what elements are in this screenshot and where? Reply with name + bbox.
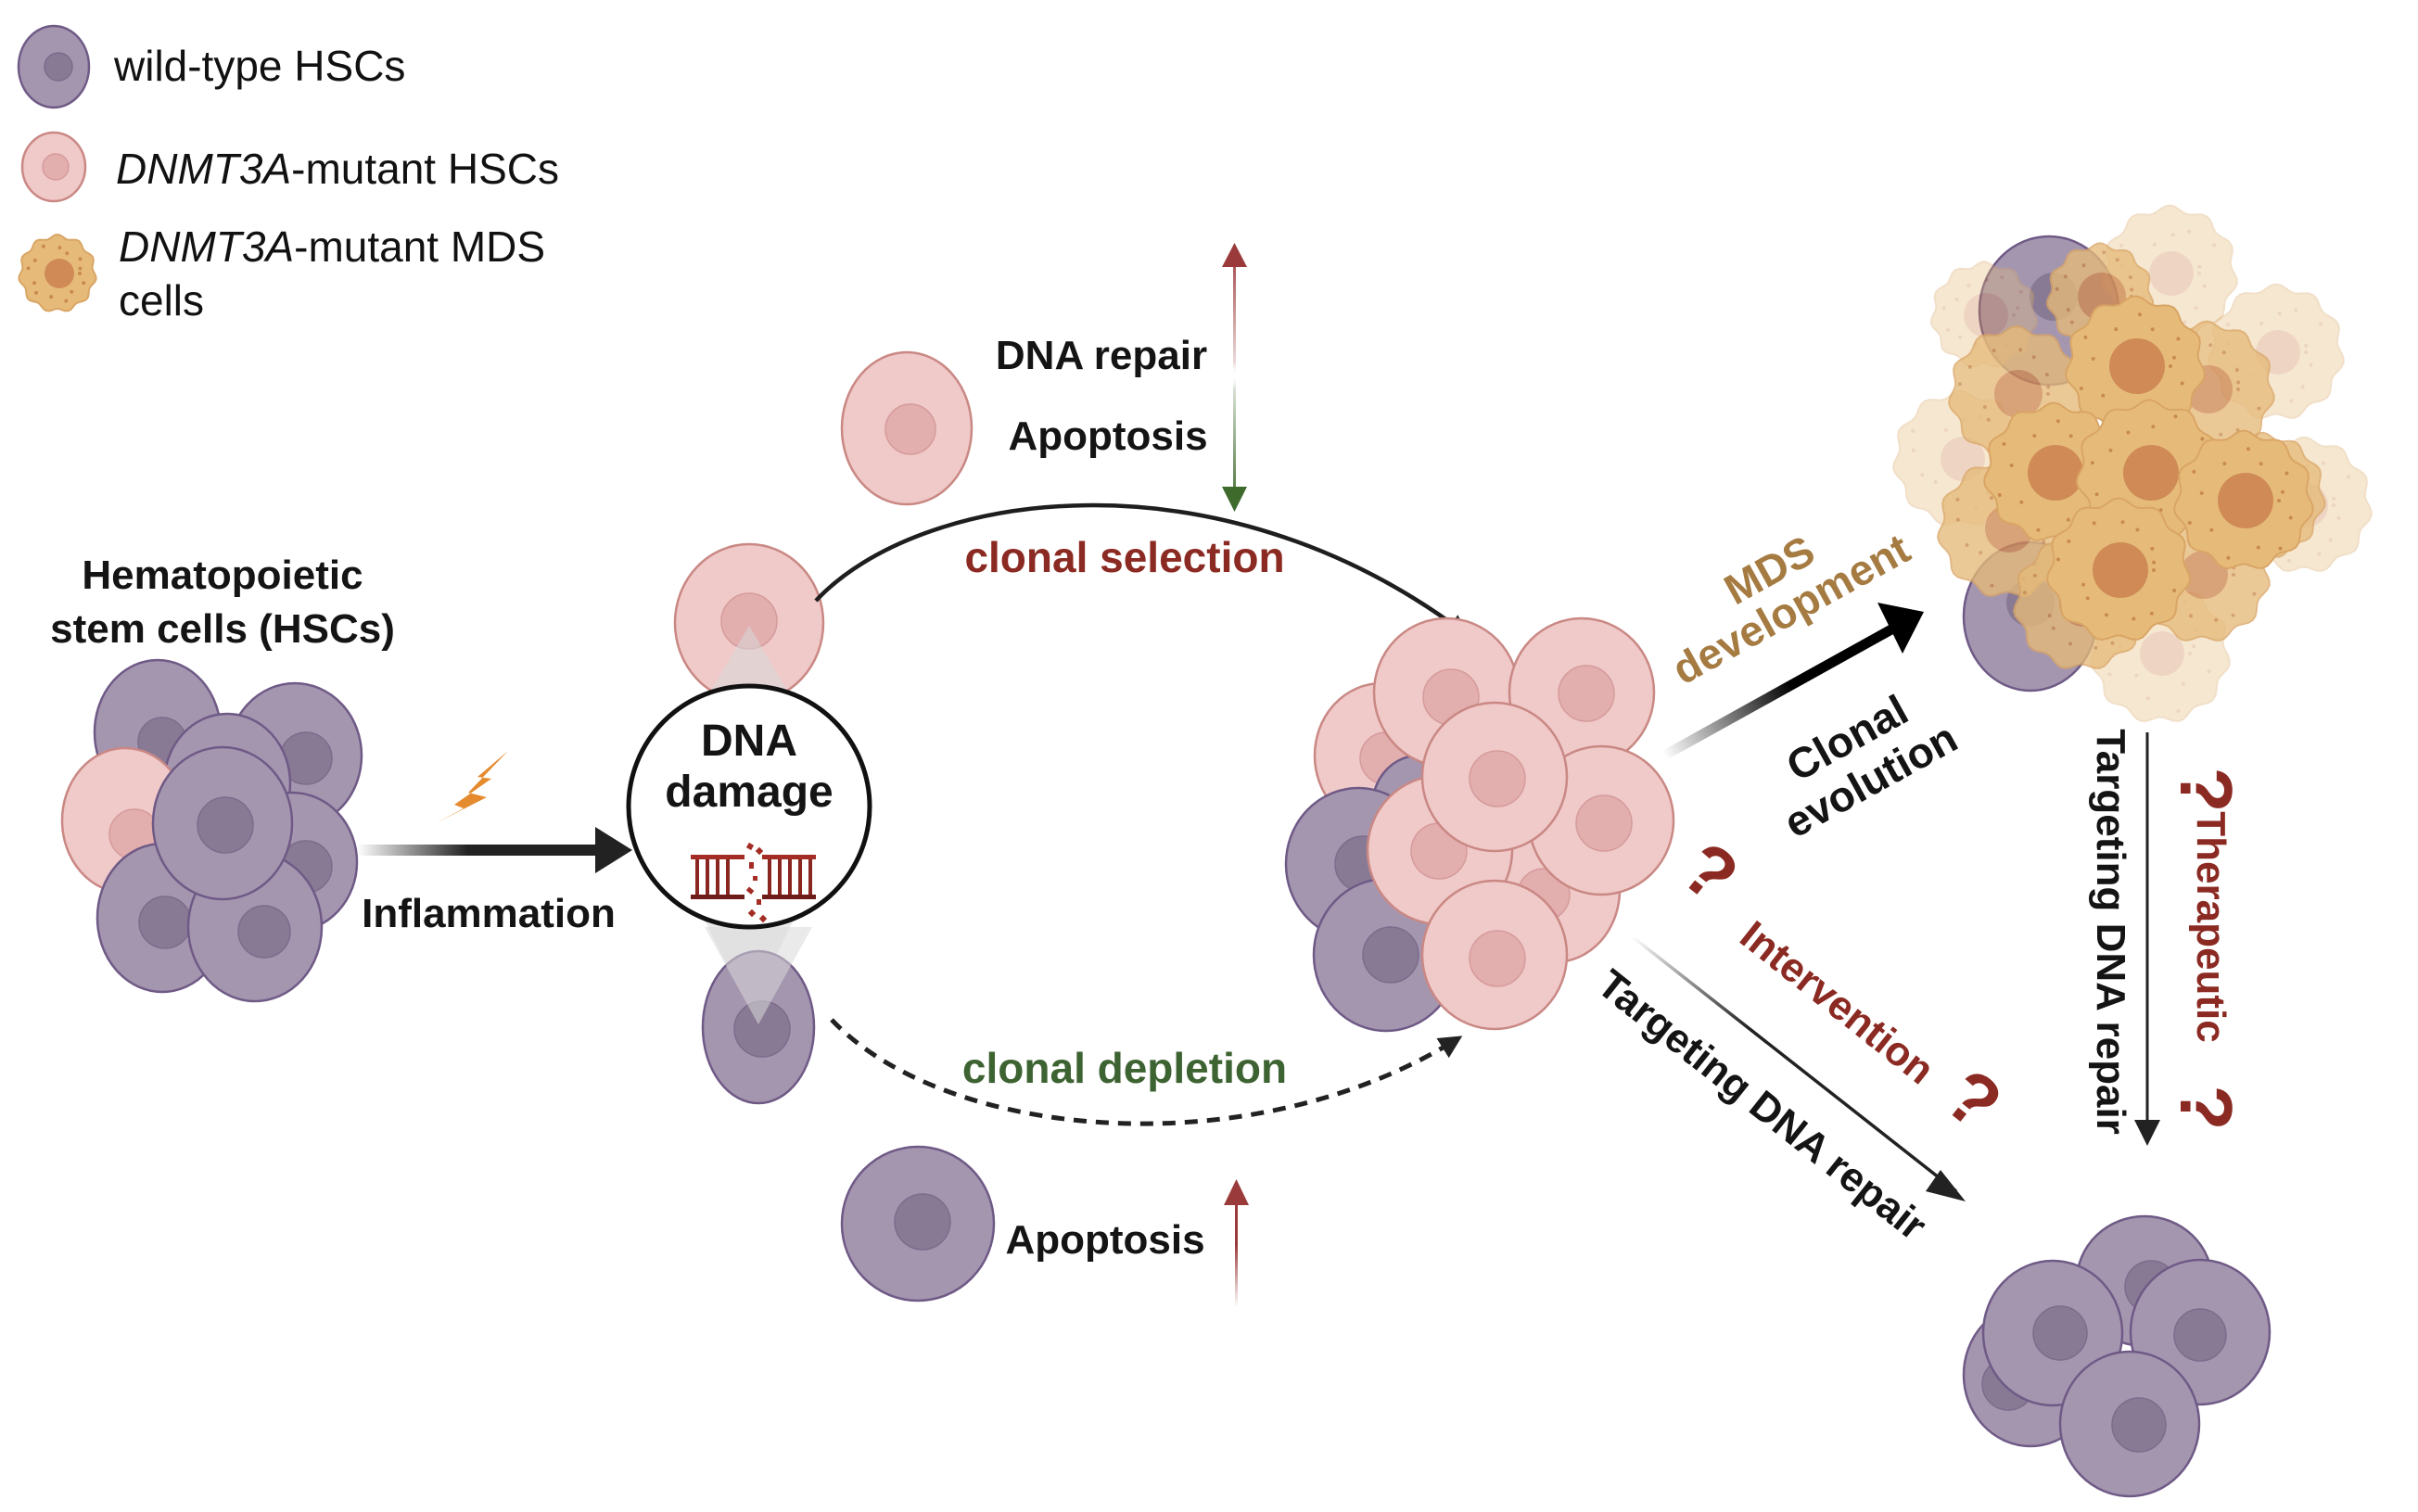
- mutant-cell: [673, 542, 825, 704]
- mds-cell: [2045, 497, 2191, 642]
- down-arrow-icon: [1222, 487, 1247, 512]
- dna-damage-label-line2: damage: [665, 768, 833, 817]
- recovered-wildtype-cluster: [1962, 1214, 2272, 1498]
- clonal-selection-label: clonal selection: [964, 533, 1284, 581]
- hsc-title-line2: stem cells (HSCs): [50, 606, 395, 652]
- therapeutic-label: Therapeutic: [2188, 811, 2233, 1042]
- clonal-selection-arrow: [814, 502, 1469, 636]
- legend: wild-type HSCs DNMT3A-mutant HSCs DNMT3A…: [17, 24, 559, 324]
- lightning-icon: [436, 751, 508, 823]
- hsc-title-line1: Hematopoietic: [82, 553, 363, 598]
- mutant-cell: [1420, 879, 1569, 1031]
- up-arrow-icon: [1224, 1179, 1249, 1205]
- mds-development-arrow: [1661, 603, 1924, 760]
- therapeutic-arrow: [2134, 732, 2160, 1146]
- clonal-depletion-arrow: [830, 1018, 1463, 1126]
- question-mark-icon: ?: [2165, 1086, 2247, 1131]
- dna-repair-label: DNA repair: [996, 333, 1207, 378]
- repair-up-apoptosis-down-arrow: [1222, 243, 1247, 512]
- wildtype-cell: [2058, 1350, 2201, 1498]
- mds-cell: [2065, 295, 2206, 436]
- legend-label-mds-line2: cells: [119, 276, 204, 324]
- dna-damage-label-line1: DNA: [701, 717, 797, 766]
- apoptosis-bottom-label: Apoptosis: [1005, 1217, 1204, 1263]
- wildtype-cell-icon: [17, 24, 91, 109]
- legend-item-mds: DNMT3A-mutant MDS cells: [18, 222, 545, 324]
- question-mark-icon: ?: [1667, 826, 1754, 919]
- hsc-cluster: [60, 658, 363, 1003]
- question-mark-icon: ?: [1930, 1053, 2017, 1146]
- intervention-label: Intervention: [1732, 912, 1943, 1093]
- legend-item-mutant: DNMT3A-mutant HSCs: [20, 131, 559, 203]
- apoptosis-top-label: Apoptosis: [1008, 413, 1207, 459]
- targeting-dna-repair-vertical-label: Targeting DNA repair: [2088, 729, 2133, 1135]
- mds-cluster: [1892, 204, 2373, 723]
- mds-cell-icon: [18, 233, 97, 312]
- legend-item-wildtype: wild-type HSCs: [17, 24, 405, 109]
- wildtype-cell: [840, 1145, 996, 1302]
- up-arrow-icon: [1222, 243, 1247, 267]
- legend-label-wildtype: wild-type HSCs: [113, 42, 405, 90]
- mutant-cell-icon: [20, 131, 87, 203]
- apoptosis-up-arrow: [1224, 1179, 1249, 1307]
- intervention-arrow: [1630, 934, 1966, 1201]
- mutant-cell: [1527, 744, 1675, 896]
- mds-cell: [2173, 429, 2314, 570]
- inflammation-label: Inflammation: [362, 891, 616, 936]
- mutant-cell: [1420, 701, 1569, 853]
- question-mark-icon: ?: [2165, 768, 2247, 813]
- legend-label-mds: DNMT3A-mutant MDS: [119, 222, 545, 271]
- dna-damage-zoom: DNA damage: [626, 542, 872, 1105]
- clonal-depletion-label: clonal depletion: [962, 1044, 1287, 1092]
- targeting-dna-repair-diagonal-label: Targeting DNA repair: [1589, 961, 1935, 1250]
- legend-label-mutant: DNMT3A-mutant HSCs: [116, 145, 559, 193]
- wildtype-cell: [151, 745, 294, 901]
- mixed-clone-cluster: [1284, 616, 1675, 1033]
- wildtype-cell: [186, 851, 324, 1003]
- broken-dna-icon: [691, 842, 816, 923]
- inflammation-arrow: [357, 827, 632, 873]
- mutant-cell: [840, 350, 974, 506]
